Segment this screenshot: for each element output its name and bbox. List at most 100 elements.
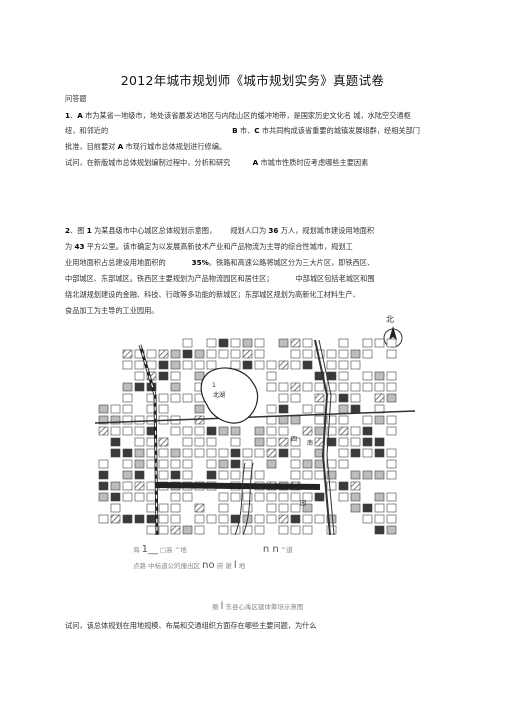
- land-block: [290, 470, 301, 480]
- land-block: [194, 437, 205, 447]
- land-block: [110, 492, 121, 502]
- land-block: [338, 404, 349, 414]
- land-block: [290, 349, 301, 359]
- land-block: [374, 514, 385, 524]
- land-block: [98, 514, 109, 524]
- q2-line-2: 为 43 平方公里。该市确定为以发展高新技术产业和产品物流为主导的综合性城市，规…: [65, 242, 353, 252]
- land-block: [338, 371, 349, 381]
- land-block: [158, 404, 169, 414]
- q1-text: 市现行城市总体规划进行修编。: [123, 142, 227, 151]
- q1-line-3: 批准，目前要对 A 市现行城市总体规划进行修编。: [65, 142, 226, 152]
- land-block: [98, 481, 109, 491]
- land-block: [110, 437, 121, 447]
- land-block: [338, 349, 349, 359]
- land-block: [386, 382, 397, 392]
- land-block: [278, 426, 289, 436]
- land-block: [242, 360, 253, 370]
- land-block: [374, 503, 385, 513]
- land-block: [110, 514, 121, 524]
- land-block: [254, 360, 265, 370]
- land-block: [362, 470, 373, 480]
- land-block: [98, 415, 109, 425]
- land-block: [290, 459, 301, 469]
- land-block: [290, 437, 301, 447]
- land-block: [302, 459, 313, 469]
- north-lake: [200, 367, 258, 424]
- land-block: [230, 338, 241, 348]
- land-block: [122, 470, 133, 480]
- land-block: [266, 459, 277, 469]
- land-block: [290, 360, 301, 370]
- land-block: [146, 503, 157, 513]
- q2-line-1: 2、图 1 为某县级市中心城区总体规划示意图，规划人口为 36 万人，规划城市建…: [65, 226, 374, 236]
- land-block: [134, 415, 145, 425]
- land-block: [302, 349, 313, 359]
- land-block: [170, 426, 181, 436]
- land-block: [338, 415, 349, 425]
- land-block: [110, 503, 121, 513]
- land-block: [194, 448, 205, 458]
- land-block: [98, 470, 109, 480]
- land-block: [374, 525, 385, 535]
- land-block: [182, 448, 193, 458]
- map-legend-row-2: 点路 中标道公的撞出区 no 府 谢 l 地: [133, 560, 245, 571]
- land-block: [194, 349, 205, 359]
- land-block: [230, 448, 241, 458]
- land-block: [278, 415, 289, 425]
- land-block: [242, 338, 253, 348]
- land-block: [302, 492, 313, 502]
- land-block: [122, 481, 133, 491]
- legend-text: 地: [238, 562, 246, 570]
- land-block: [194, 404, 205, 414]
- q2-text: 中部城区、东部城区。铁西区主要规划为产品物流园区和居住区；: [65, 274, 274, 283]
- land-block: [362, 371, 373, 381]
- q1-text: 批准，目前要对: [65, 142, 118, 151]
- land-block: [350, 470, 361, 480]
- land-block: [314, 371, 325, 381]
- land-block: [218, 338, 229, 348]
- figure-number: 1: [86, 226, 92, 235]
- land-block: [170, 382, 181, 392]
- land-block: [266, 360, 277, 370]
- land-block: [362, 437, 373, 447]
- lake-number: 1: [212, 382, 216, 389]
- land-block: [302, 338, 313, 348]
- area-value: 43: [74, 242, 85, 251]
- land-block: [362, 448, 373, 458]
- land-block: [350, 448, 361, 458]
- q2-question: 试问，该总体规划在用地规模、布局和交通组织方面存在哪些主要问题，为什么: [65, 621, 317, 630]
- land-block: [362, 349, 373, 359]
- land-block: [182, 360, 193, 370]
- land-block: [326, 459, 337, 469]
- land-block: [158, 371, 169, 381]
- land-block: [218, 514, 229, 524]
- land-block: [362, 426, 373, 436]
- land-block: [278, 514, 289, 524]
- q2-text: 万人，规划城市建设用地面积: [278, 226, 375, 235]
- land-block: [170, 470, 181, 480]
- land-block: [314, 437, 325, 447]
- map-label: 园: [300, 500, 306, 507]
- land-block: [362, 514, 373, 524]
- land-block: [254, 492, 265, 502]
- caption-prefix: 撅: [212, 603, 219, 611]
- city-c-label: C: [254, 126, 260, 135]
- legend-text: __: [147, 544, 158, 555]
- land-block: [206, 426, 217, 436]
- land-block: [194, 360, 205, 370]
- north-label: 北: [386, 315, 394, 324]
- q2-text: 、图: [70, 226, 87, 235]
- land-block: [194, 525, 205, 535]
- legend-text: 海: [133, 546, 140, 554]
- land-block: [182, 470, 193, 480]
- land-block: [338, 360, 349, 370]
- land-block: [182, 525, 193, 535]
- land-block: [338, 437, 349, 447]
- land-block: [338, 338, 349, 348]
- land-block: [158, 448, 169, 458]
- land-block: [122, 514, 133, 524]
- land-block: [302, 503, 313, 513]
- caption-text: 东县心禹区建体筹培示意图: [225, 603, 304, 611]
- land-block: [254, 349, 265, 359]
